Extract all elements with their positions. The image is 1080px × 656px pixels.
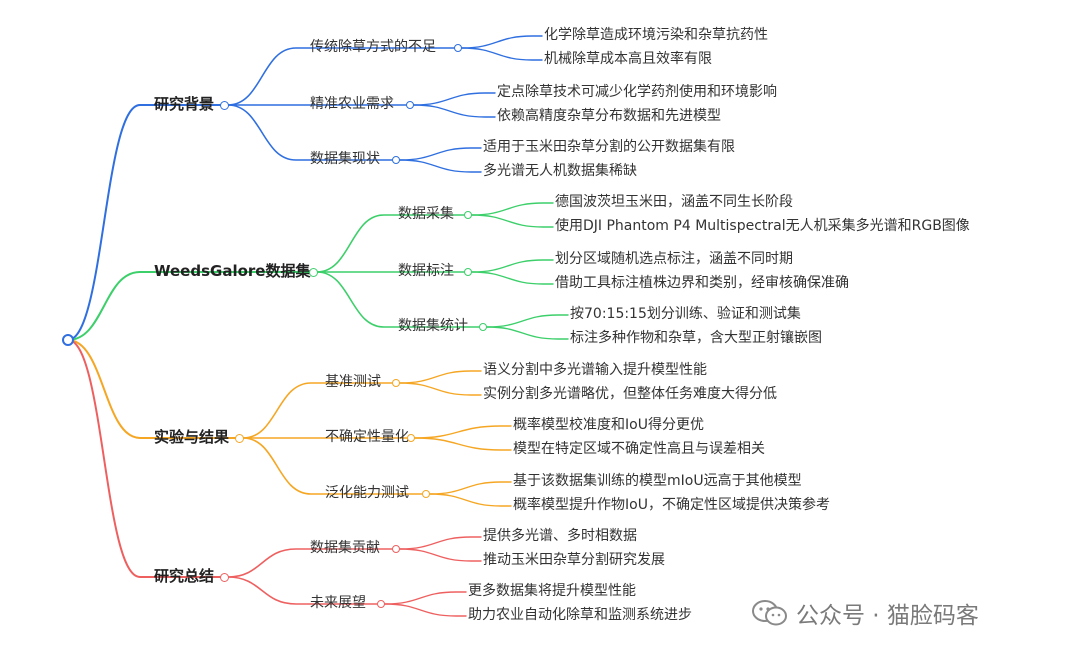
leaf-label-4-1-1: 提供多光谱、多时相数据 [483, 528, 637, 544]
branch-label-4[interactable]: 研究总结 [154, 567, 215, 585]
leaf-link-1-2-2 [413, 104, 496, 118]
sub-label-4-1[interactable]: 数据集贡献 [310, 540, 380, 556]
leaf-link-2-3-2 [486, 326, 569, 340]
sub-label-4-2[interactable]: 未来展望 [310, 595, 366, 611]
sub-collapse-dot-3-2[interactable] [407, 434, 415, 442]
sub-link-3-3 [242, 437, 423, 495]
sub-label-1-3[interactable]: 数据集现状 [310, 151, 380, 167]
leaf-link-2-2-2 [471, 271, 554, 285]
sub-label-2-2[interactable]: 数据标注 [398, 263, 454, 279]
leaf-label-3-3-1: 基于该数据集训练的模型mIoU远高于其他模型 [513, 473, 802, 489]
leaf-label-1-3-2: 多光谱无人机数据集稀缺 [483, 163, 637, 179]
leaf-link-3-2-2 [414, 437, 512, 451]
leaf-label-1-3-1: 适用于玉米田杂草分割的公开数据集有限 [483, 139, 735, 155]
leaf-link-4-2-1 [384, 591, 467, 605]
sub-label-3-1[interactable]: 基准测试 [325, 374, 381, 390]
sub-label-3-2[interactable]: 不确定性量化 [325, 429, 409, 445]
leaf-link-1-1-2 [461, 47, 543, 61]
leaf-label-4-1-2: 推动玉米田杂草分割研究发展 [483, 552, 665, 568]
watermark-text: 公众号 · 猫脸码客 [796, 603, 979, 629]
leaf-link-3-1-1 [399, 370, 482, 384]
sub-collapse-dot-1-1[interactable] [454, 44, 462, 52]
sub-link-2-3 [316, 271, 480, 328]
leaf-label-3-3-2: 概率模型提升作物IoU，不确定性区域提供决策参考 [513, 497, 830, 513]
sub-label-2-1[interactable]: 数据采集 [398, 206, 454, 222]
leaf-label-3-1-2: 实例分割多光谱略优，但整体任务难度大得分低 [483, 386, 777, 402]
branch-link-4 [67, 339, 221, 578]
branch-link-1 [67, 104, 221, 341]
leaf-label-4-2-1: 更多数据集将提升模型性能 [468, 583, 636, 599]
watermark: 公众号 · 猫脸码客 [752, 596, 979, 630]
leaf-link-3-2-1 [414, 425, 512, 439]
leaf-link-4-2-2 [384, 603, 467, 617]
leaf-label-2-3-1: 按70:15:15划分训练、验证和测试集 [570, 306, 801, 322]
sub-collapse-dot-4-2[interactable] [377, 600, 385, 608]
sub-collapse-dot-2-3[interactable] [479, 323, 487, 331]
sub-label-1-1[interactable]: 传统除草方式的不足 [310, 39, 436, 55]
leaf-link-2-1-2 [471, 214, 554, 228]
sub-link-4-1 [227, 548, 393, 578]
branch-label-3[interactable]: 实验与结果 [154, 428, 230, 446]
branch-link-3 [67, 339, 236, 439]
branch-link-2 [67, 271, 310, 341]
branch-collapse-dot-1[interactable] [219, 100, 229, 110]
sub-label-2-3[interactable]: 数据集统计 [398, 318, 468, 334]
wechat-icon [752, 599, 788, 627]
leaf-link-4-1-2 [399, 548, 482, 562]
leaf-link-1-3-1 [399, 147, 482, 161]
sub-collapse-dot-3-1[interactable] [392, 379, 400, 387]
leaf-label-2-1-1: 德国波茨坦玉米田，涵盖不同生长阶段 [555, 194, 793, 210]
leaf-label-1-1-1: 化学除草造成环境污染和杂草抗药性 [544, 27, 768, 43]
branch-collapse-dot-4[interactable] [219, 572, 229, 582]
sub-link-1-1 [227, 47, 455, 106]
sub-label-3-3[interactable]: 泛化能力测试 [325, 485, 409, 501]
sub-link-3-1 [242, 382, 393, 439]
branch-collapse-dot-2[interactable] [308, 267, 318, 277]
leaf-label-4-2-2: 助力农业自动化除草和监测系统进步 [468, 607, 692, 623]
sub-collapse-dot-1-3[interactable] [392, 156, 400, 164]
sub-collapse-dot-2-1[interactable] [464, 211, 472, 219]
leaf-label-1-1-2: 机械除草成本高且效率有限 [544, 51, 712, 67]
sub-collapse-dot-2-2[interactable] [464, 268, 472, 276]
leaf-label-2-1-2: 使用DJI Phantom P4 Multispectral无人机采集多光谱和R… [555, 218, 970, 234]
leaf-label-1-2-2: 依赖高精度杂草分布数据和先进模型 [497, 108, 721, 124]
leaf-link-1-1-1 [461, 35, 543, 49]
leaf-link-3-3-1 [429, 481, 512, 495]
sub-label-1-2[interactable]: 精准农业需求 [310, 96, 394, 112]
leaf-label-3-2-1: 概率模型校准度和IoU得分更优 [513, 417, 704, 433]
root-node[interactable] [62, 334, 74, 346]
sub-link-2-1 [316, 214, 465, 273]
sub-collapse-dot-3-3[interactable] [422, 490, 430, 498]
leaf-link-1-2-1 [413, 92, 496, 106]
branch-label-2[interactable]: WeedsGalore数据集 [154, 262, 311, 280]
leaf-label-2-3-2: 标注多种作物和杂草，含大型正射镶嵌图 [570, 330, 822, 346]
leaf-label-3-2-2: 模型在特定区域不确定性高且与误差相关 [513, 441, 765, 457]
leaf-link-1-3-2 [399, 159, 482, 173]
leaf-label-1-2-1: 定点除草技术可减少化学药剂使用和环境影响 [497, 84, 777, 100]
leaf-label-2-2-1: 划分区域随机选点标注，涵盖不同时期 [555, 251, 793, 267]
sub-collapse-dot-4-1[interactable] [392, 545, 400, 553]
leaf-link-2-1-1 [471, 202, 554, 216]
leaf-link-4-1-1 [399, 536, 482, 550]
branch-collapse-dot-3[interactable] [234, 433, 244, 443]
sub-collapse-dot-1-2[interactable] [406, 101, 414, 109]
sub-link-4-2 [227, 576, 378, 605]
leaf-label-2-2-2: 借助工具标注植株边界和类别，经审核确保准确 [555, 275, 849, 291]
leaf-label-3-1-1: 语义分割中多光谱输入提升模型性能 [483, 362, 707, 378]
leaf-link-2-3-1 [486, 314, 569, 328]
branch-label-1[interactable]: 研究背景 [154, 95, 215, 113]
leaf-link-3-1-2 [399, 382, 482, 396]
leaf-link-3-3-2 [429, 493, 512, 507]
leaf-link-2-2-1 [471, 259, 554, 273]
sub-link-1-3 [227, 104, 393, 161]
